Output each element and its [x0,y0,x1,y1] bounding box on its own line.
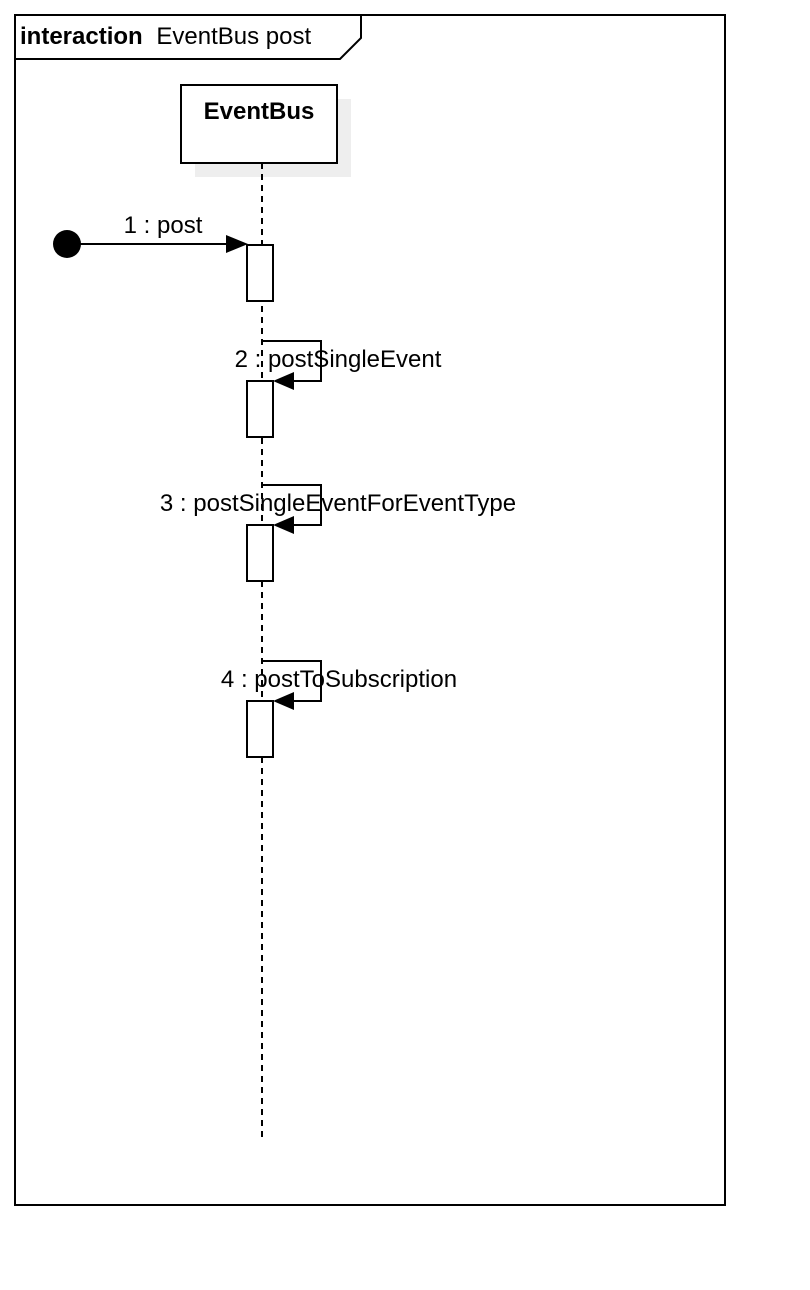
frame-title: interaction EventBus post [20,23,311,50]
frame-label-tab [15,15,362,60]
activation-4 [246,700,274,758]
message-4-loop [262,660,322,702]
message-2-label: 2 : postSingleEvent [235,346,442,373]
frame-name: EventBus post [156,23,311,50]
message-4-label: 4 : postToSubscription [221,666,457,693]
activation-2 [246,380,274,438]
message-3-arrowhead [273,516,294,534]
frame-keyword: interaction [20,23,143,50]
message-1-arrowhead [226,235,248,253]
message-1-label: 1 : post [124,212,203,239]
message-3-loop [262,484,322,526]
activation-3 [246,524,274,582]
lifeline-title: EventBus [204,98,315,125]
message-2-arrowhead [273,372,294,390]
message-2-loop [262,340,322,382]
lifeline-head [180,84,338,164]
interaction-frame [14,14,726,1206]
message-4-arrowhead [273,692,294,710]
activation-1 [246,244,274,302]
message-3-label: 3 : postSingleEventForEventType [160,490,516,517]
